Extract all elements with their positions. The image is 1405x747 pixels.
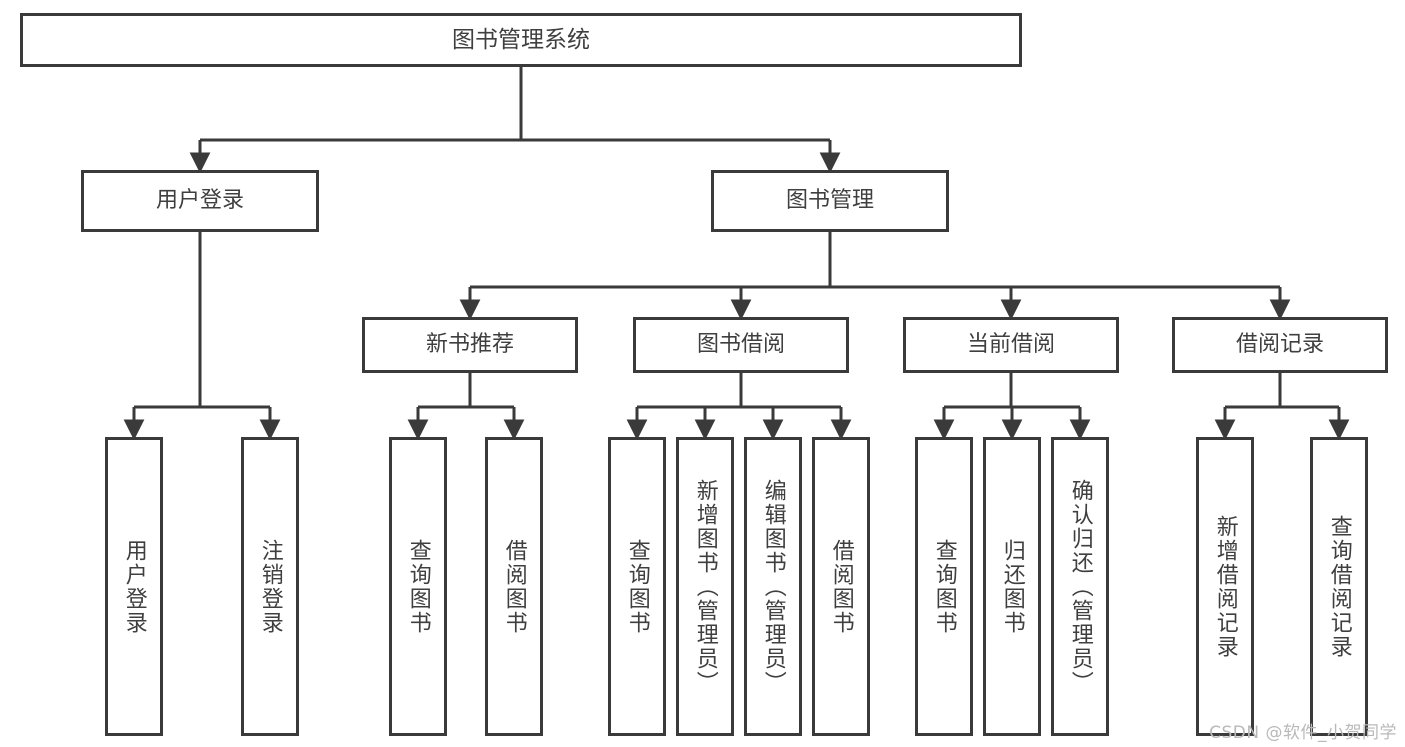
node-label: 确认归还（管理员） [1067,478,1093,695]
node-label: 查询图书 [405,538,431,635]
node-current[interactable]: 当前借阅 [903,317,1119,373]
node-l3[interactable]: 查询图书 [389,437,447,736]
node-label: 图书管理系统 [452,26,590,53]
node-l8[interactable]: 借阅图书 [812,437,870,736]
watermark-text: CSDN @软件_小贺同学 [1209,723,1397,743]
node-l4[interactable]: 借阅图书 [485,437,543,736]
node-label: 用户登录 [155,188,244,214]
node-label: 查询图书 [931,538,957,635]
node-bookmgr[interactable]: 图书管理 [711,170,949,232]
node-login[interactable]: 用户登录 [81,170,319,232]
node-l2[interactable]: 注销登录 [241,437,299,736]
node-l5[interactable]: 查询图书 [608,437,666,736]
node-label: 图书管理 [785,188,874,214]
node-label: 新书推荐 [425,332,514,358]
node-label: 当前借阅 [966,332,1055,358]
node-label: 新增图书（管理员） [692,478,718,695]
node-l7[interactable]: 编辑图书（管理员） [744,437,802,736]
node-l10[interactable]: 归还图书 [983,437,1041,736]
node-l6[interactable]: 新增图书（管理员） [676,437,734,736]
node-l9[interactable]: 查询图书 [915,437,973,736]
node-root[interactable]: 图书管理系统 [20,13,1022,67]
node-l1[interactable]: 用户登录 [105,437,163,736]
node-label: 用户登录 [121,538,147,635]
node-l13[interactable]: 查询借阅记录 [1310,437,1368,736]
node-l11[interactable]: 确认归还（管理员） [1051,437,1109,736]
node-record[interactable]: 借阅记录 [1172,317,1388,373]
node-label: 借阅记录 [1235,332,1324,358]
node-borrow[interactable]: 图书借阅 [633,317,849,373]
node-label: 注销登录 [257,538,283,635]
node-label: 图书借阅 [696,332,785,358]
node-label: 归还图书 [999,538,1025,635]
node-label: 编辑图书（管理员） [760,478,786,695]
node-label: 查询图书 [624,538,650,635]
node-label: 借阅图书 [828,538,854,635]
node-newbook[interactable]: 新书推荐 [362,317,578,373]
node-l12[interactable]: 新增借阅记录 [1196,437,1254,736]
node-label: 查询借阅记录 [1326,514,1352,659]
node-label: 新增借阅记录 [1212,514,1238,659]
node-label: 借阅图书 [501,538,527,635]
